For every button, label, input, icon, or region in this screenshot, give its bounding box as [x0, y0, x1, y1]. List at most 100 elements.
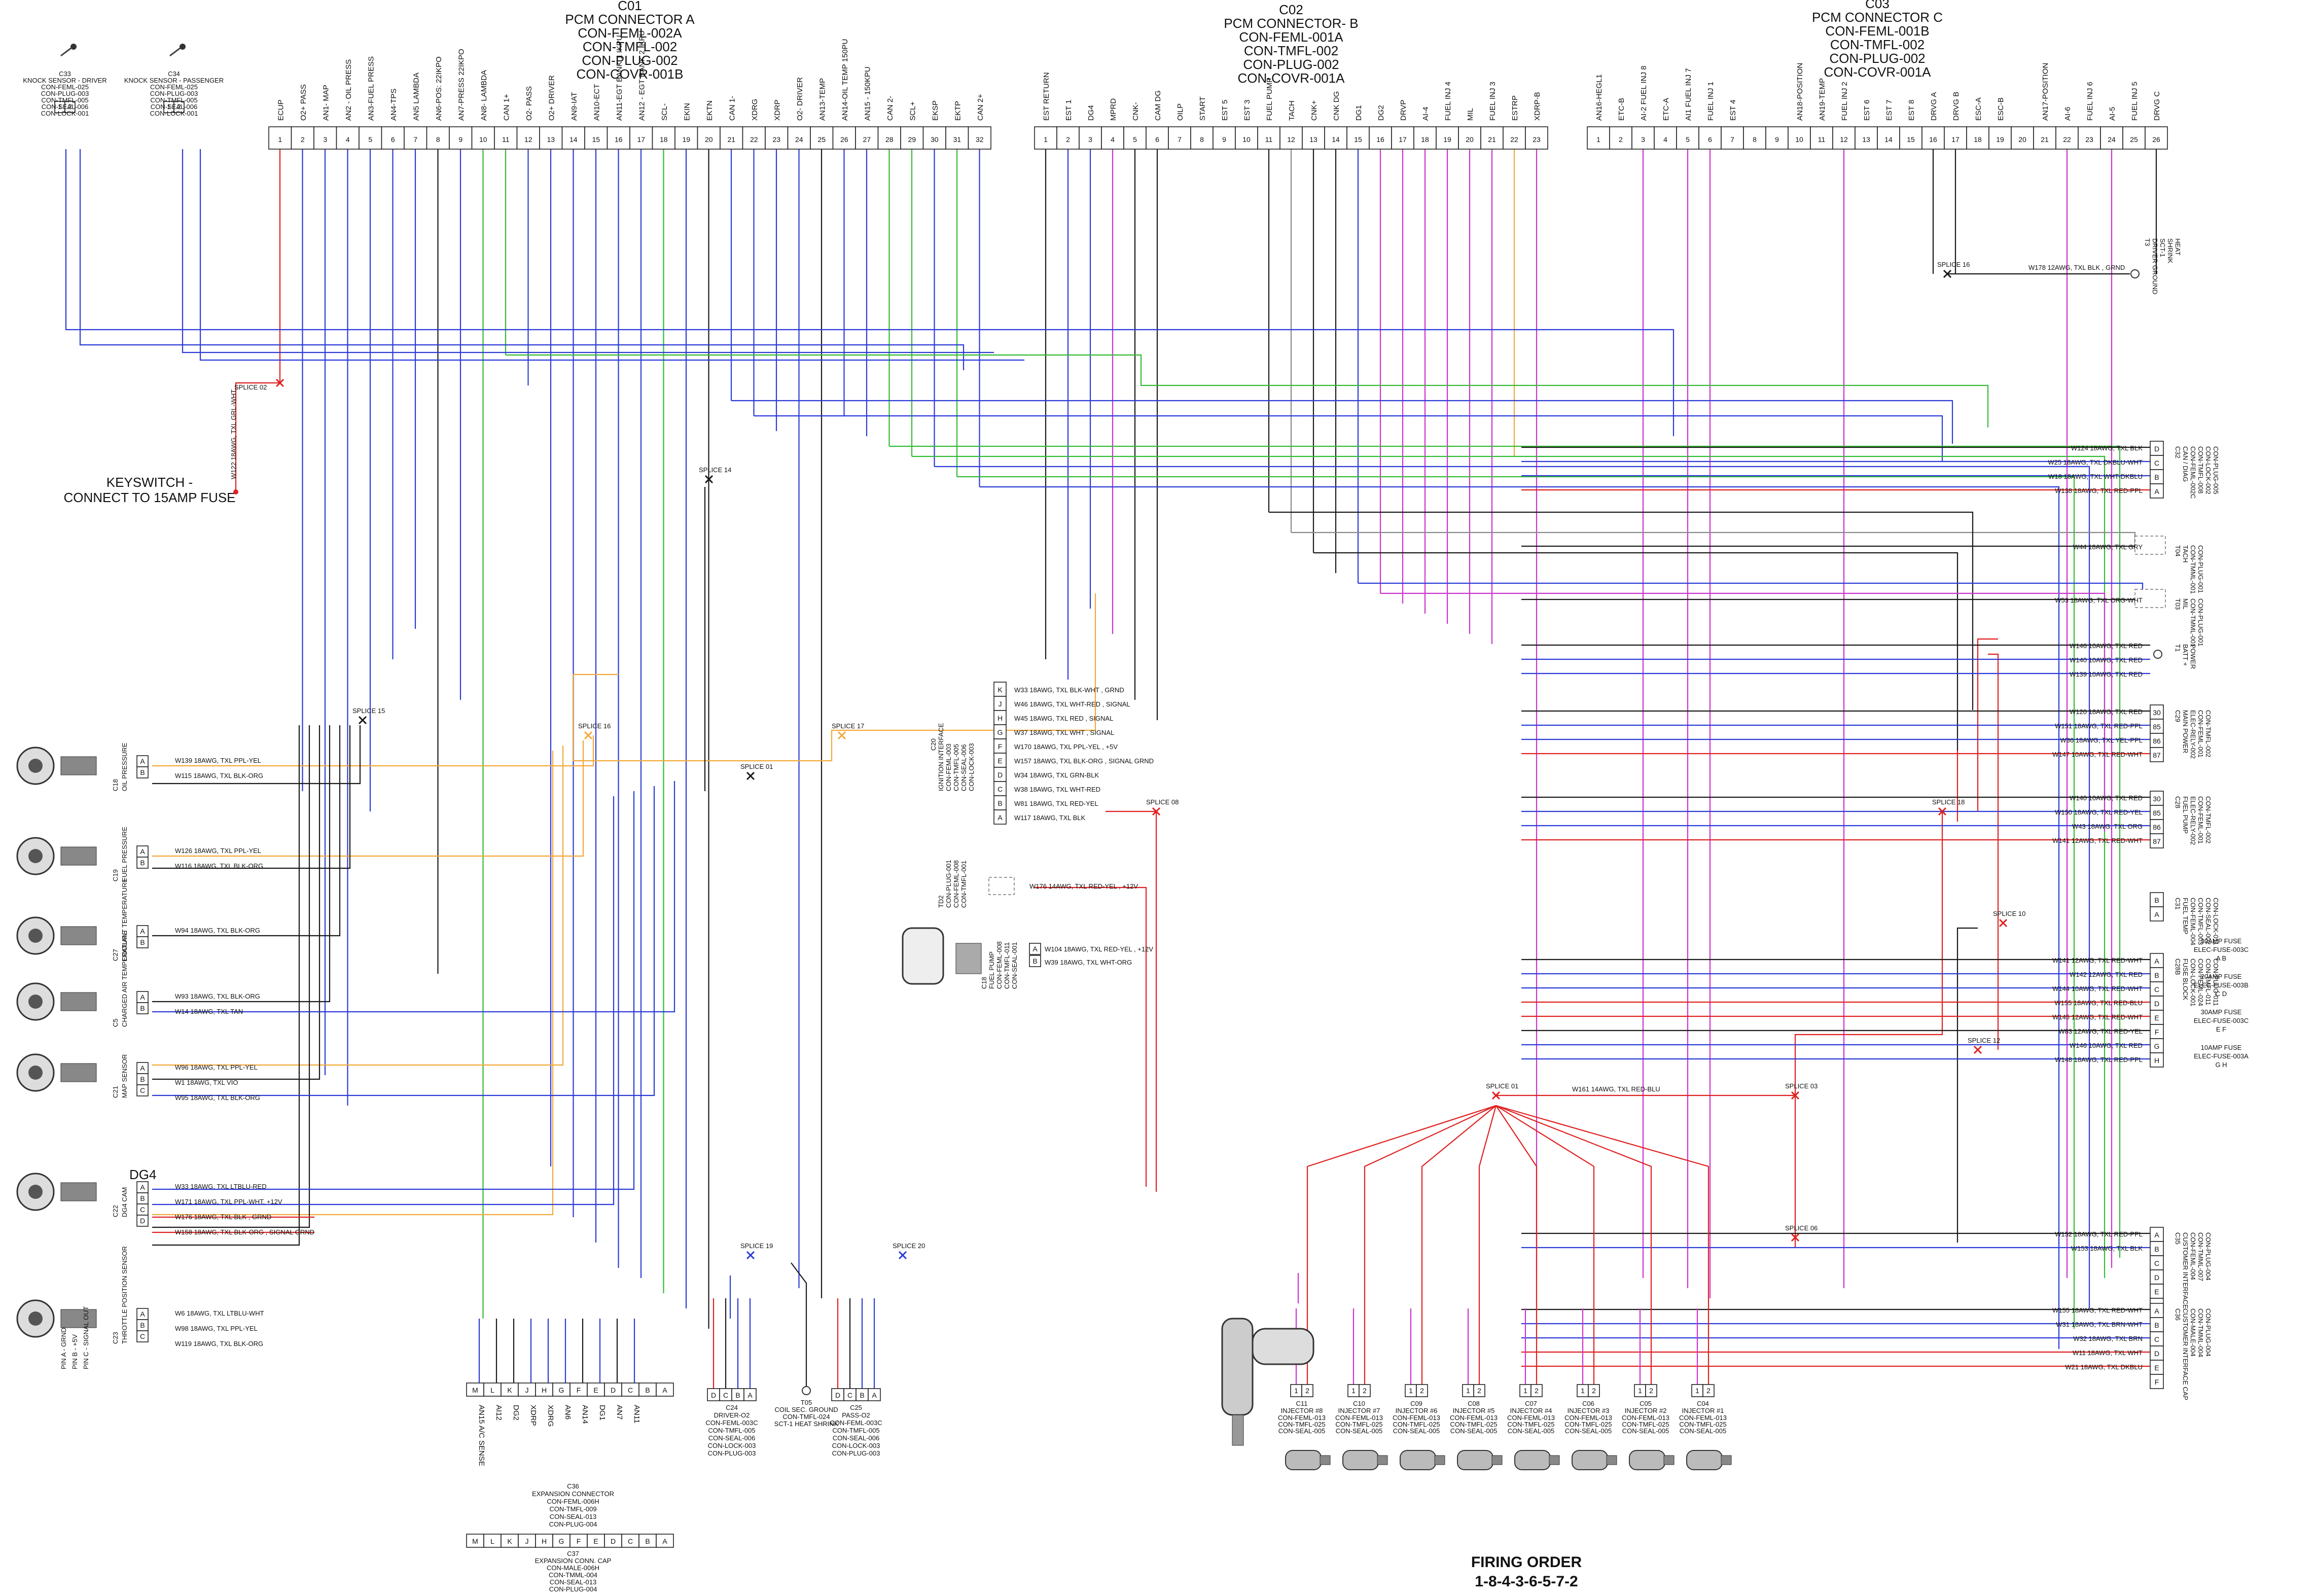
pin-letter: K: [507, 1386, 512, 1394]
sensor-plug-icon: [60, 1309, 97, 1328]
wire-label: W81 18AWG, TXL RED-YEL: [1014, 800, 1098, 807]
harness-run-1: [79, 149, 965, 370]
connector-title-line: CON-COVR-001B: [577, 66, 684, 82]
pin-cell: [2150, 1345, 2164, 1361]
splice-stroke: [584, 731, 593, 740]
splice-label: SPLICE 10: [1993, 910, 2025, 917]
pin-number: 25: [2130, 135, 2138, 144]
pin-cell: [922, 126, 946, 150]
connector-spec: CON-TMFL-005: [708, 1427, 755, 1434]
connector-spec: CON-FEML-004: [2189, 1232, 2197, 1280]
connector-spec: HEAT: [2174, 238, 2182, 256]
wire-label: W140 10AWG, TXL RED: [2070, 794, 2143, 802]
splice-label: SPLICE 14: [699, 466, 731, 474]
splice-stroke: [746, 771, 755, 781]
pin-number: 2: [68, 102, 72, 111]
splice-label: SPLICE 03: [1785, 1082, 1818, 1090]
injector-power-wire: [1495, 1105, 1595, 1385]
pin-name: EST 5: [1221, 100, 1229, 121]
pin-cell: [2150, 1227, 2164, 1242]
sensor-plug-icon: [60, 926, 97, 945]
pin-cell: [831, 1388, 844, 1401]
connector-spec: CON-FEML-013: [1564, 1414, 1612, 1422]
connector-spec: MIL: [2182, 598, 2189, 610]
pin-number: 15: [592, 135, 600, 144]
pin-name: ECUP: [276, 99, 285, 121]
pin-cell: [2150, 1038, 2164, 1053]
pin-cell: [604, 1534, 622, 1548]
tach-plug-icon: [2134, 536, 2166, 555]
coil-ground-wire: [791, 1262, 807, 1387]
harness-run-0: [65, 149, 1675, 436]
pin-cell: [1029, 943, 1041, 955]
pin-name: OILP: [1176, 103, 1185, 121]
connector-spec: CON-PLUG-003: [832, 1449, 880, 1457]
sensor-face-icon: [28, 1066, 43, 1080]
pin-cell: [843, 1388, 857, 1401]
connector-spec: CON-SEAL-005: [1622, 1427, 1669, 1435]
connector-spec: CON-TMFL-025: [1278, 1421, 1325, 1428]
connector-id: C18: [980, 977, 988, 989]
pin-cell: [336, 126, 360, 150]
pin-letter: H: [998, 714, 1003, 722]
connector-id: T05: [801, 1399, 812, 1406]
pin-number: 14: [1884, 135, 1893, 144]
pin-cell: [136, 857, 149, 869]
injector-power-wire: [1478, 1105, 1497, 1385]
connector-id: C36: [2174, 1308, 2182, 1321]
connector-id: C19: [112, 869, 119, 881]
wire-label: W140 10AWG, TXL RED: [2070, 656, 2143, 664]
pin-name: DRVG A: [1930, 92, 1938, 121]
injector-nozzle-icon: [1377, 1455, 1388, 1465]
harness-run-20: [152, 746, 564, 1066]
pin-name: ETC-B: [1617, 98, 1626, 121]
wire-label: W44 18AWG, TXL GRY: [2073, 543, 2143, 551]
connector-spec: PASS-O2: [842, 1411, 870, 1419]
connector-spec: COIL SEC. GROUND: [774, 1406, 838, 1413]
injector-nozzle-icon: [1721, 1455, 1732, 1465]
pin-number: 30: [931, 135, 939, 144]
connector-id: C22: [112, 1205, 119, 1217]
pin-name: CAN 2+: [976, 94, 985, 121]
connector-spec: CON-FEML-008: [952, 860, 960, 908]
pin-letter: D: [611, 1386, 616, 1394]
pin-number: 1: [167, 102, 171, 111]
keyswitch-label: KEYSWITCH -: [106, 475, 193, 490]
connector-spec: CON-FEML-003C: [830, 1419, 882, 1427]
pin-number: 18: [1974, 135, 1982, 144]
pin-cell: [1645, 1384, 1657, 1397]
injector-icon: [1342, 1450, 1379, 1470]
pin-letter: B: [140, 1194, 145, 1202]
pin-cell: [720, 126, 743, 150]
pin-number: 3: [1088, 135, 1092, 144]
splice-stroke: [1973, 1045, 1982, 1054]
injector-connector-icon: [1252, 1328, 1314, 1365]
connector-title-line: CON-FEML-001A: [1239, 29, 1343, 45]
pin-letter: M: [472, 1386, 478, 1394]
pin-cell: [1436, 126, 1459, 150]
wire-label: W157 18AWG, TXL BLK-ORG , SIGNAL GRND: [1014, 757, 1154, 765]
pin-letter: A: [140, 757, 145, 765]
pin-cell: [1702, 1384, 1715, 1397]
pin-name: AN8- LAMBDA: [480, 70, 488, 121]
wire-label: W124 18AWG, TXL BLK: [2071, 444, 2143, 452]
pin-number: 32: [976, 135, 984, 144]
connector-name: COOLANT TEMPERATURE: [121, 878, 128, 961]
pin-name: AI-4: [1421, 107, 1430, 121]
pin-cell: [426, 126, 450, 150]
connector-spec: DRIVER GROUND: [2151, 238, 2159, 295]
pin-name: DG4: [1087, 105, 1095, 121]
pin-name: AN13-TEMP: [818, 78, 827, 121]
connector-spec: CON-LOCK-003: [708, 1442, 756, 1449]
pin-name: EST 3: [1243, 100, 1252, 121]
splice-label: SPLICE 17: [832, 722, 864, 730]
wire-label: W115 18AWG, TXL BLK-ORG: [175, 772, 263, 779]
pin-number: 21: [1488, 135, 1496, 144]
